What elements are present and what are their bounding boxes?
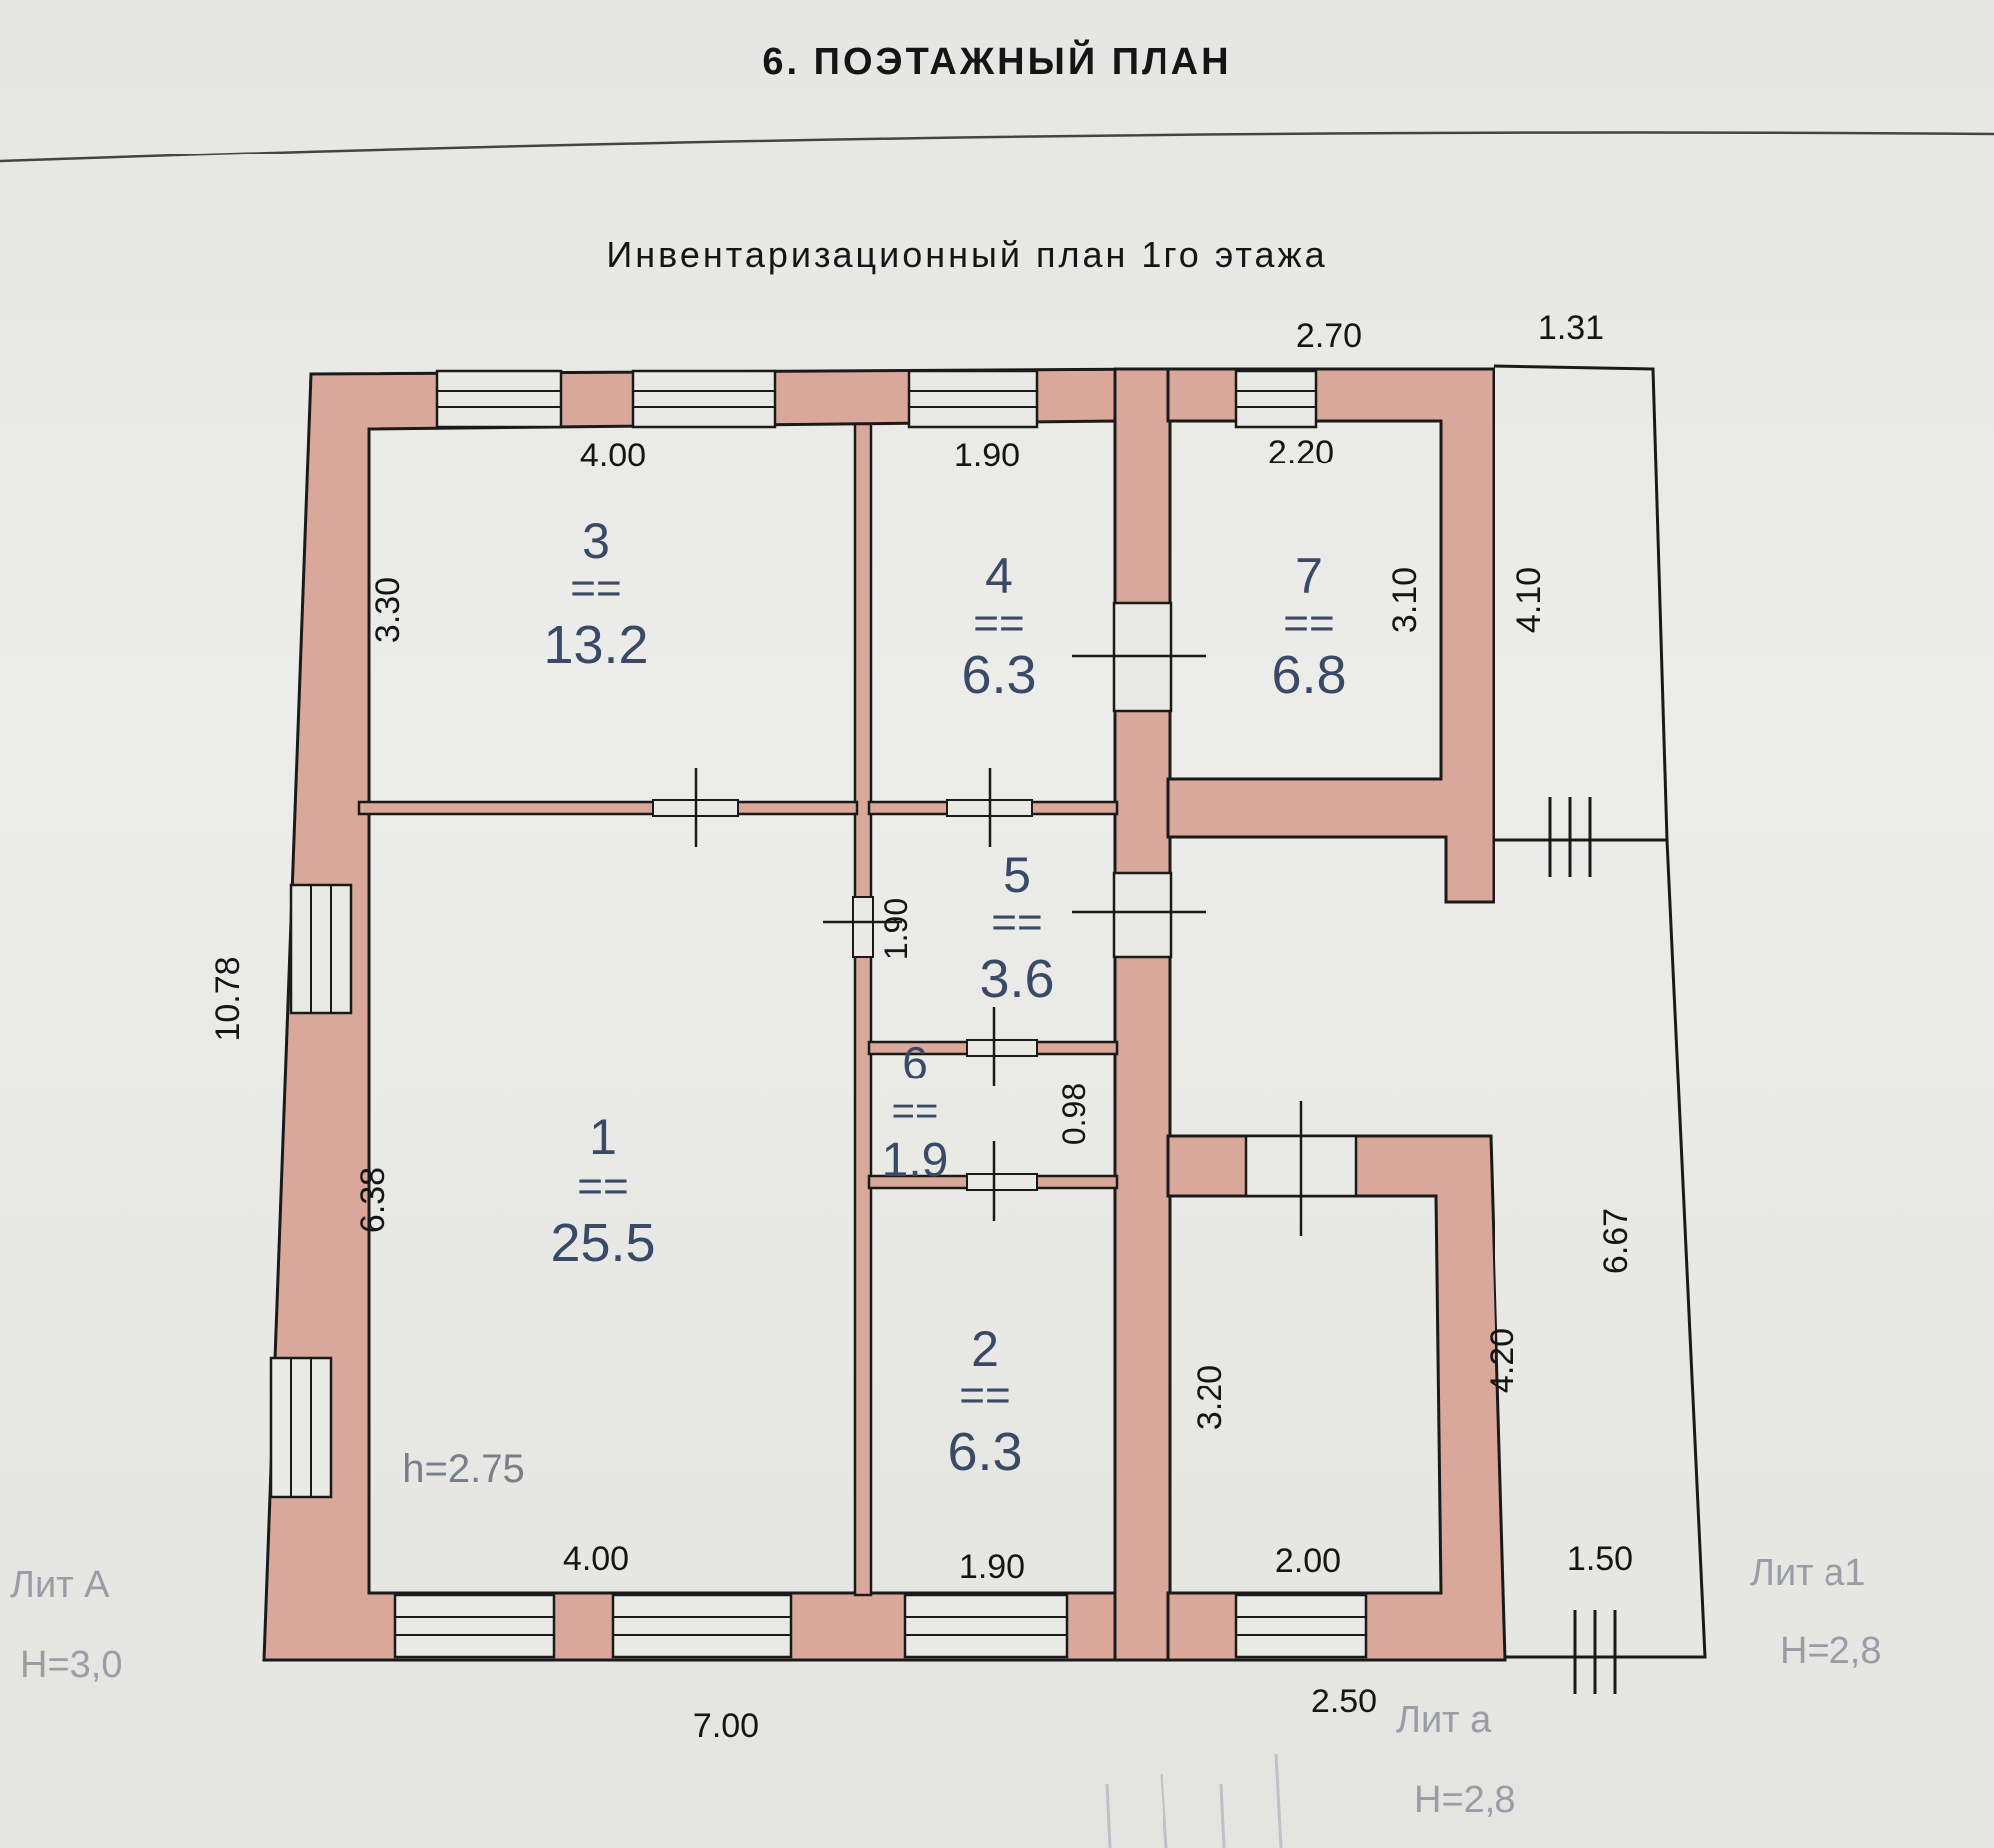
dimensions: 2.70 1.31 4.00 1.90 2.20 3.30 3.10 4.10 …: [209, 309, 1635, 1745]
room-area: 6.8: [1271, 645, 1346, 705]
dim-a1-width: 1.50: [1567, 1540, 1633, 1578]
liter-labels: Лит А Н=3,0 Лит а1 Н=2,8 Лит а Н=2,8: [10, 1552, 1881, 1821]
room-number: 5: [1003, 847, 1031, 903]
dim-room4-width: 1.90: [954, 437, 1020, 474]
area-separator: ==: [892, 1089, 939, 1133]
stamp-marks: [1105, 1753, 1283, 1848]
area-separator: ==: [1283, 599, 1334, 648]
area-separator: ==: [570, 564, 621, 613]
room-area: 13.2: [543, 615, 648, 675]
dim-a-width: 2.50: [1311, 1683, 1377, 1720]
dim-room5-height: 1.90: [878, 898, 914, 960]
dim-a1-height: 6.67: [1597, 1208, 1635, 1274]
dim-room6-height: 0.98: [1056, 1083, 1092, 1145]
lit-a-label: Лит А: [10, 1564, 110, 1606]
room-3: 3 == 13.2: [543, 513, 648, 675]
dim-a1-top-height: 4.10: [1510, 567, 1548, 633]
room-number: 2: [971, 1321, 999, 1377]
dim-top-2-70: 2.70: [1296, 317, 1362, 355]
room-5: 5 == 3.6: [979, 847, 1054, 1009]
dim-a-room-height: 3.20: [1191, 1365, 1229, 1430]
dim-overall-width: 7.00: [693, 1707, 759, 1745]
dim-room2-width: 1.90: [959, 1548, 1025, 1586]
room-area: 3.6: [979, 949, 1054, 1009]
plan-title: Инвентаризационный план 1го этажа: [606, 234, 1327, 275]
room-6: 6 == 1.9: [882, 1037, 949, 1187]
room-number: 3: [582, 513, 610, 569]
room-area: 6.3: [947, 1422, 1022, 1482]
dim-a-outer-height: 4.20: [1484, 1328, 1521, 1393]
dim-room1-height: 6.38: [354, 1167, 392, 1233]
area-separator: ==: [973, 599, 1024, 648]
door-marks: [694, 654, 1303, 1236]
area-separator: ==: [991, 898, 1042, 947]
room-area: 1.9: [882, 1134, 949, 1187]
room-2: 2 == 6.3: [947, 1321, 1022, 1482]
room-7: 7 == 6.8: [1271, 548, 1346, 705]
room-area: 6.3: [961, 645, 1036, 705]
lit-small-a-height: Н=2,8: [1414, 1779, 1515, 1821]
dim-top-1-31: 1.31: [1538, 309, 1604, 347]
dim-overall-height: 10.78: [209, 956, 247, 1041]
room-4: 4 == 6.3: [961, 548, 1036, 705]
dim-room7-height: 3.10: [1386, 567, 1424, 633]
dim-room1-width: 4.00: [563, 1540, 629, 1578]
lit-a1-label: Лит а1: [1750, 1552, 1865, 1594]
room-1: 1 == 25.5: [550, 1109, 655, 1273]
ceiling-height: h=2.75: [402, 1447, 524, 1491]
area-separator: ==: [959, 1372, 1010, 1420]
dim-room3-height: 3.30: [369, 577, 407, 643]
area-separator: ==: [577, 1162, 628, 1211]
section-title: 6. ПОЭТАЖНЫЙ ПЛАН: [762, 38, 1231, 83]
dim-a-room-width: 2.00: [1275, 1542, 1341, 1580]
windows: [269, 369, 1368, 1659]
dim-room3-width: 4.00: [580, 437, 646, 474]
lit-small-a-label: Лит а: [1396, 1699, 1492, 1741]
lit-a1-outline: [1493, 364, 1707, 1694]
dim-room7-width: 2.20: [1268, 434, 1334, 471]
room-number: 4: [985, 548, 1013, 604]
window-glazing-lines: [290, 390, 1366, 1636]
room-number: 6: [902, 1037, 928, 1088]
room-number: 1: [589, 1109, 617, 1165]
room-area: 25.5: [550, 1213, 655, 1273]
lit-a1-height: Н=2,8: [1780, 1630, 1881, 1672]
room-number: 7: [1295, 548, 1323, 604]
header-rule: [0, 131, 1994, 163]
lit-a-height: Н=3,0: [20, 1644, 122, 1686]
